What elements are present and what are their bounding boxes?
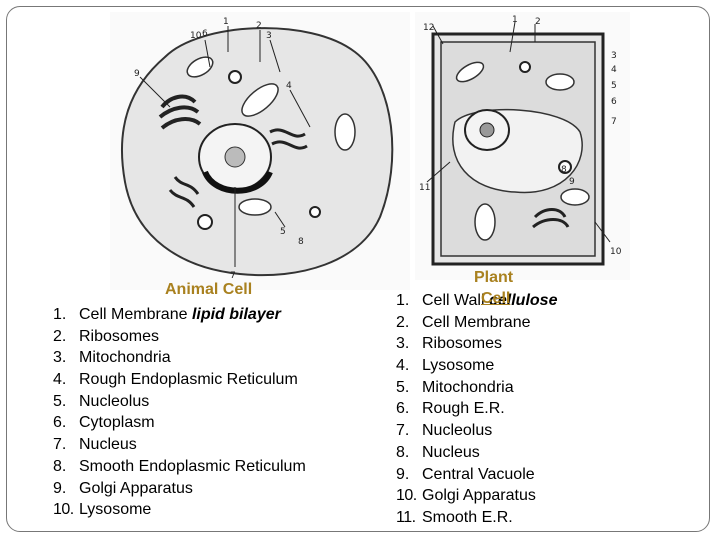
animal-organelle-item: 6. Cytoplasm (53, 412, 306, 434)
plant-organelle-item: 3. Ribosomes (396, 333, 557, 355)
plant-organelle-item-number: 1. (396, 292, 410, 309)
plant-organelle-item: 6. Rough E.R. (396, 398, 557, 420)
animal-organelle-item: 1. Cell Membrane lipid bilayer (53, 304, 306, 326)
plant-diagram-num-3: 3 (611, 51, 617, 61)
animal-organelle-item-number: 3. (53, 349, 67, 367)
plant-diagram-num-4: 4 (611, 65, 617, 75)
plant-organelle-item-number: 3. (396, 335, 410, 353)
plant-organelle-item-number: 10. (396, 487, 417, 505)
plant-diagram-num-6: 6 (611, 97, 617, 107)
animal-organelle-item-label: Ribosomes (79, 327, 160, 345)
animal-organelle-item-label: Cytoplasm (79, 414, 155, 432)
animal-diagram-num-6: 6 (202, 29, 208, 39)
plant-organelle-item-label: Smooth E.R. (422, 508, 513, 526)
plant-organelle-item-number: 5. (396, 378, 410, 396)
plant-organelle-item-label: Mitochondria (422, 378, 514, 396)
animal-organelle-item-label: Mitochondria (79, 349, 171, 367)
animal-organelle-item: 9. Golgi Apparatus (53, 478, 306, 500)
plant-diagram-num-7: 7 (611, 117, 617, 127)
animal-organelle-item-number: 10. (53, 501, 74, 519)
plant-organelle-item-number: 2. (396, 313, 410, 331)
plant-organelle-item-label: Ribosomes (422, 335, 503, 353)
plant-organelle-item-label: Cell Wall (422, 292, 485, 309)
plant-organelle-item: 5. Mitochondria (396, 377, 557, 399)
animal-organelle-item: 7. Nucleus (53, 434, 306, 456)
animal-organelle-item-label: Nucleus (79, 436, 137, 454)
animal-organelle-item: 8. Smooth Endoplasmic Reticulum (53, 456, 306, 478)
plant-organelle-item-label: Rough E.R. (422, 400, 505, 418)
plant-organelle-item-number: 9. (396, 465, 410, 483)
plant-organelle-item-note: cellulose (488, 292, 558, 309)
plant-organelle-item-label: Lysosome (422, 357, 495, 375)
animal-organelle-item-number: 7. (53, 436, 67, 454)
animal-organelle-item-number: 4. (53, 371, 67, 389)
animal-diagram-num-7: 7 (230, 271, 236, 281)
animal-organelle-item-number: 6. (53, 414, 67, 432)
animal-cell-diagram: 1 2 3 4 5 6 7 8 9 10 (110, 12, 410, 290)
animal-organelle-item-label: Lysosome (79, 501, 152, 519)
animal-diagram-num-2: 2 (256, 21, 262, 31)
plant-diagram-num-11: 11 (419, 183, 430, 193)
animal-diagram-num-1: 1 (223, 17, 229, 27)
animal-organelle-item-label: Smooth Endoplasmic Reticulum (79, 457, 306, 475)
slide-frame (6, 6, 710, 532)
animal-organelle-item: 10. Lysosome (53, 499, 306, 521)
animal-organelle-item-number: 9. (53, 479, 67, 497)
animal-organelle-list: 1. Cell Membrane lipid bilayer 2. Ribosomes… (53, 304, 306, 521)
animal-organelle-item: 3. Mitochondria (53, 347, 306, 369)
animal-organelle-item: 2. Ribosomes (53, 326, 306, 348)
plant-organelle-item: 8. Nucleus (396, 442, 557, 464)
animal-diagram-num-10: 10 (190, 31, 202, 41)
plant-organelle-item-label: Nucleolus (422, 422, 493, 440)
plant-cell-diagram: 12 1 2 3 4 5 6 7 8 9 10 11 (415, 12, 630, 280)
plant-organelle-item: 10. Golgi Apparatus (396, 485, 557, 507)
plant-organelle-item-number: 4. (396, 357, 410, 375)
animal-organelle-item-label: Golgi Apparatus (79, 479, 193, 497)
plant-organelle-item: 11. Smooth E.R. (396, 507, 557, 529)
plant-organelle-item: 1. Cell Wall cellulose (396, 290, 557, 312)
plant-organelle-item-label: Nucleus (422, 443, 480, 461)
animal-diagram-num-9: 9 (134, 69, 140, 79)
animal-organelle-item: 4. Rough Endoplasmic Reticulum (53, 369, 306, 391)
animal-organelle-item-number: 2. (53, 327, 67, 345)
plant-organelle-list: 1. Cell Wall cellulose 2. Cell Membrane 3. Ri… (396, 290, 557, 529)
plant-diagram-num-5: 5 (611, 81, 617, 91)
plant-cell-title: Plant (474, 269, 514, 286)
plant-diagram-num-1: 1 (512, 15, 518, 25)
plant-organelle-item: 7. Nucleolus (396, 420, 557, 442)
plant-organelle-item: 4. Lysosome (396, 355, 557, 377)
animal-diagram-num-3: 3 (266, 31, 272, 41)
plant-organelle-item-label: Central Vacuole (422, 465, 535, 483)
animal-organelle-item-number: 1. (53, 306, 67, 323)
animal-organelle-item-label: Rough Endoplasmic Reticulum (79, 371, 298, 389)
plant-organelle-item: 9. Central Vacuole (396, 464, 557, 486)
animal-diagram-num-8: 8 (298, 237, 304, 247)
animal-organelle-item: 5. Nucleolus (53, 391, 306, 413)
plant-organelle-item-label: Cell Membrane (422, 313, 531, 331)
plant-organelle-item: 2. Cell Membrane (396, 312, 557, 334)
plant-diagram-num-8: 8 (561, 165, 567, 175)
plant-organelle-item-number: 11. (396, 508, 416, 526)
plant-organelle-item-label: Golgi Apparatus (422, 487, 536, 505)
animal-diagram-num-5: 5 (280, 227, 286, 237)
plant-organelle-item-number: 8. (396, 443, 410, 461)
animal-diagram-num-4: 4 (286, 81, 292, 91)
animal-cell-title: Animal Cell (165, 281, 253, 298)
plant-cell-title-overlap: Cell (481, 290, 511, 307)
plant-diagram-num-10: 10 (610, 247, 622, 257)
animal-organelle-item-label: Cell Membrane (79, 306, 188, 323)
animal-organelle-item-number: 8. (53, 457, 67, 475)
animal-organelle-item-label: Nucleolus (79, 392, 150, 410)
plant-diagram-num-9: 9 (569, 177, 575, 187)
plant-organelle-item-number: 6. (396, 400, 410, 418)
animal-organelle-item-number: 5. (53, 392, 67, 410)
animal-organelle-item-note: lipid bilayer (191, 306, 281, 323)
plant-diagram-num-2: 2 (535, 17, 541, 27)
plant-diagram-num-12: 12 (423, 23, 434, 33)
plant-organelle-item-number: 7. (396, 422, 410, 440)
